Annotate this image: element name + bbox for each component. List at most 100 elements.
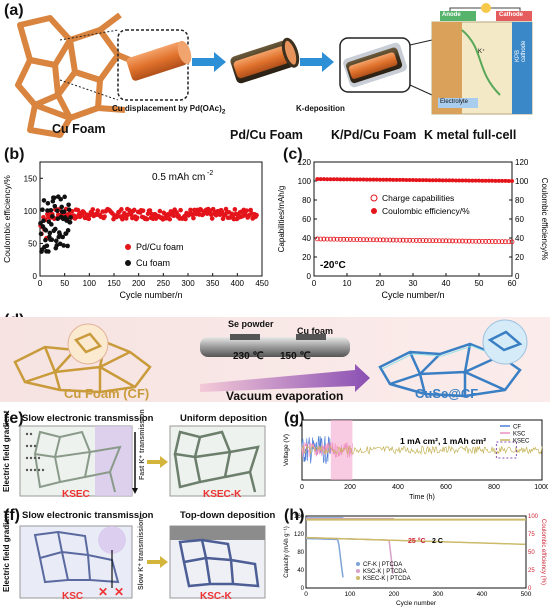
point-cu bbox=[41, 218, 46, 224]
point-pd-cu bbox=[131, 207, 137, 213]
point-pd-cu bbox=[157, 208, 163, 214]
cf-label: Cu Foam (CF) bbox=[64, 386, 150, 401]
point-charge bbox=[486, 239, 492, 244]
y-tick-label: 150 bbox=[24, 174, 38, 183]
y-tick-label: 40 bbox=[302, 234, 311, 243]
point-cu bbox=[65, 243, 70, 249]
point-pd-cu bbox=[90, 207, 96, 212]
point-ce bbox=[371, 177, 376, 182]
x-tick-label: 300 bbox=[181, 279, 195, 288]
y-axis-label: Coulombic efficiency/% bbox=[2, 175, 12, 263]
point-cu bbox=[52, 226, 58, 232]
point-pd-cu bbox=[120, 216, 125, 222]
temperature-annotation: -20°C bbox=[320, 260, 346, 271]
x-tick-label: 200 bbox=[132, 279, 146, 288]
point-pd-cu bbox=[244, 208, 250, 213]
point-ce bbox=[407, 178, 412, 183]
point-ce bbox=[450, 178, 455, 183]
y-tick-label: 40 bbox=[297, 568, 304, 574]
point-charge bbox=[423, 238, 429, 243]
legend-marker-cu bbox=[125, 260, 131, 266]
point-charge bbox=[502, 239, 508, 245]
point-cu bbox=[49, 237, 55, 243]
point-cu bbox=[43, 237, 48, 243]
point-charge bbox=[380, 237, 386, 243]
y-tick-label: 80 bbox=[297, 550, 304, 556]
point-charge bbox=[473, 238, 479, 244]
point-pd-cu bbox=[183, 216, 188, 222]
y2-tick-label: 0 bbox=[515, 272, 520, 281]
point-ce bbox=[378, 177, 382, 182]
point-charge bbox=[371, 237, 376, 243]
point-cu bbox=[55, 216, 61, 222]
point-pd-cu bbox=[171, 213, 176, 219]
caption-pd-cu-foam: Pd/Cu Foam bbox=[230, 128, 303, 142]
caption-cu-foam: Cu Foam bbox=[52, 122, 106, 136]
x-tick-label: 200 bbox=[344, 484, 356, 491]
x-tick-label: 50 bbox=[475, 279, 484, 288]
panel-e-schematic bbox=[19, 425, 266, 497]
point-ce bbox=[404, 177, 409, 182]
point-charge bbox=[460, 238, 465, 244]
point-ce bbox=[318, 177, 323, 182]
e-top-right: Uniform deposition bbox=[180, 413, 268, 424]
point-cu bbox=[44, 243, 50, 249]
point-ce bbox=[473, 178, 478, 183]
y2-tick-label: 60 bbox=[515, 215, 524, 224]
cu-displacement-sub: 2 bbox=[221, 108, 226, 116]
e-left-label: KSEC bbox=[62, 489, 90, 500]
point-cu bbox=[54, 208, 60, 214]
cuse-label: CuSe@CF bbox=[415, 386, 479, 401]
point-ce bbox=[341, 177, 346, 182]
point-pd-cu bbox=[147, 208, 153, 213]
cathode-label: Cathode bbox=[499, 12, 523, 18]
se-powder-label: Se powder bbox=[228, 319, 274, 329]
e-vertical: Fast K⁺ transmission bbox=[139, 409, 146, 480]
y-tick-label: 80 bbox=[302, 196, 311, 205]
point-ce bbox=[470, 178, 475, 183]
point-charge bbox=[427, 238, 432, 243]
point-cu bbox=[67, 219, 73, 225]
y-tick-label: 0 bbox=[301, 586, 305, 592]
point-charge bbox=[341, 236, 347, 242]
point-charge bbox=[436, 238, 442, 244]
point-charge bbox=[420, 238, 426, 243]
plot-frame bbox=[305, 515, 527, 589]
point-cu bbox=[52, 195, 57, 201]
point-charge bbox=[403, 237, 409, 243]
point-charge bbox=[493, 239, 498, 244]
point-cu bbox=[38, 231, 44, 237]
y2-tick-label: 120 bbox=[515, 158, 529, 167]
point-ce bbox=[391, 177, 396, 182]
point-cu bbox=[43, 228, 49, 233]
cu-displacement-text: Cu displacement by Pd(OAc)2 bbox=[112, 104, 226, 116]
x-axis-label: Time (h) bbox=[409, 494, 435, 501]
point-ce bbox=[401, 177, 406, 182]
x-tick-label: 40 bbox=[442, 279, 451, 288]
point-pd-cu bbox=[254, 212, 259, 218]
point-charge bbox=[483, 239, 489, 244]
point-charge bbox=[479, 238, 485, 244]
point-ce bbox=[496, 178, 501, 183]
point-cu bbox=[66, 202, 71, 208]
point-cu bbox=[53, 238, 59, 244]
x-tick-label: 200 bbox=[389, 591, 400, 598]
point-ce bbox=[381, 177, 386, 182]
legend-label: KSEC-K | PTCDA bbox=[363, 576, 411, 582]
point-charge bbox=[407, 237, 413, 243]
y2-tick-label: 25 bbox=[528, 568, 535, 574]
point-cu bbox=[45, 201, 51, 206]
point-ce bbox=[351, 177, 356, 182]
x-tick-label: 150 bbox=[107, 279, 121, 288]
point-ce bbox=[384, 177, 389, 182]
cf-mesh bbox=[13, 340, 152, 394]
point-charge bbox=[361, 237, 366, 243]
point-pd-cu bbox=[191, 215, 196, 221]
y-tick-label: 60 bbox=[302, 215, 311, 224]
panel-d-schematic bbox=[0, 317, 550, 402]
point-charge bbox=[374, 237, 380, 243]
point-charge bbox=[410, 237, 416, 243]
point-ce bbox=[490, 178, 495, 183]
legend-pd-cu: Pd/Cu foam bbox=[136, 242, 184, 252]
